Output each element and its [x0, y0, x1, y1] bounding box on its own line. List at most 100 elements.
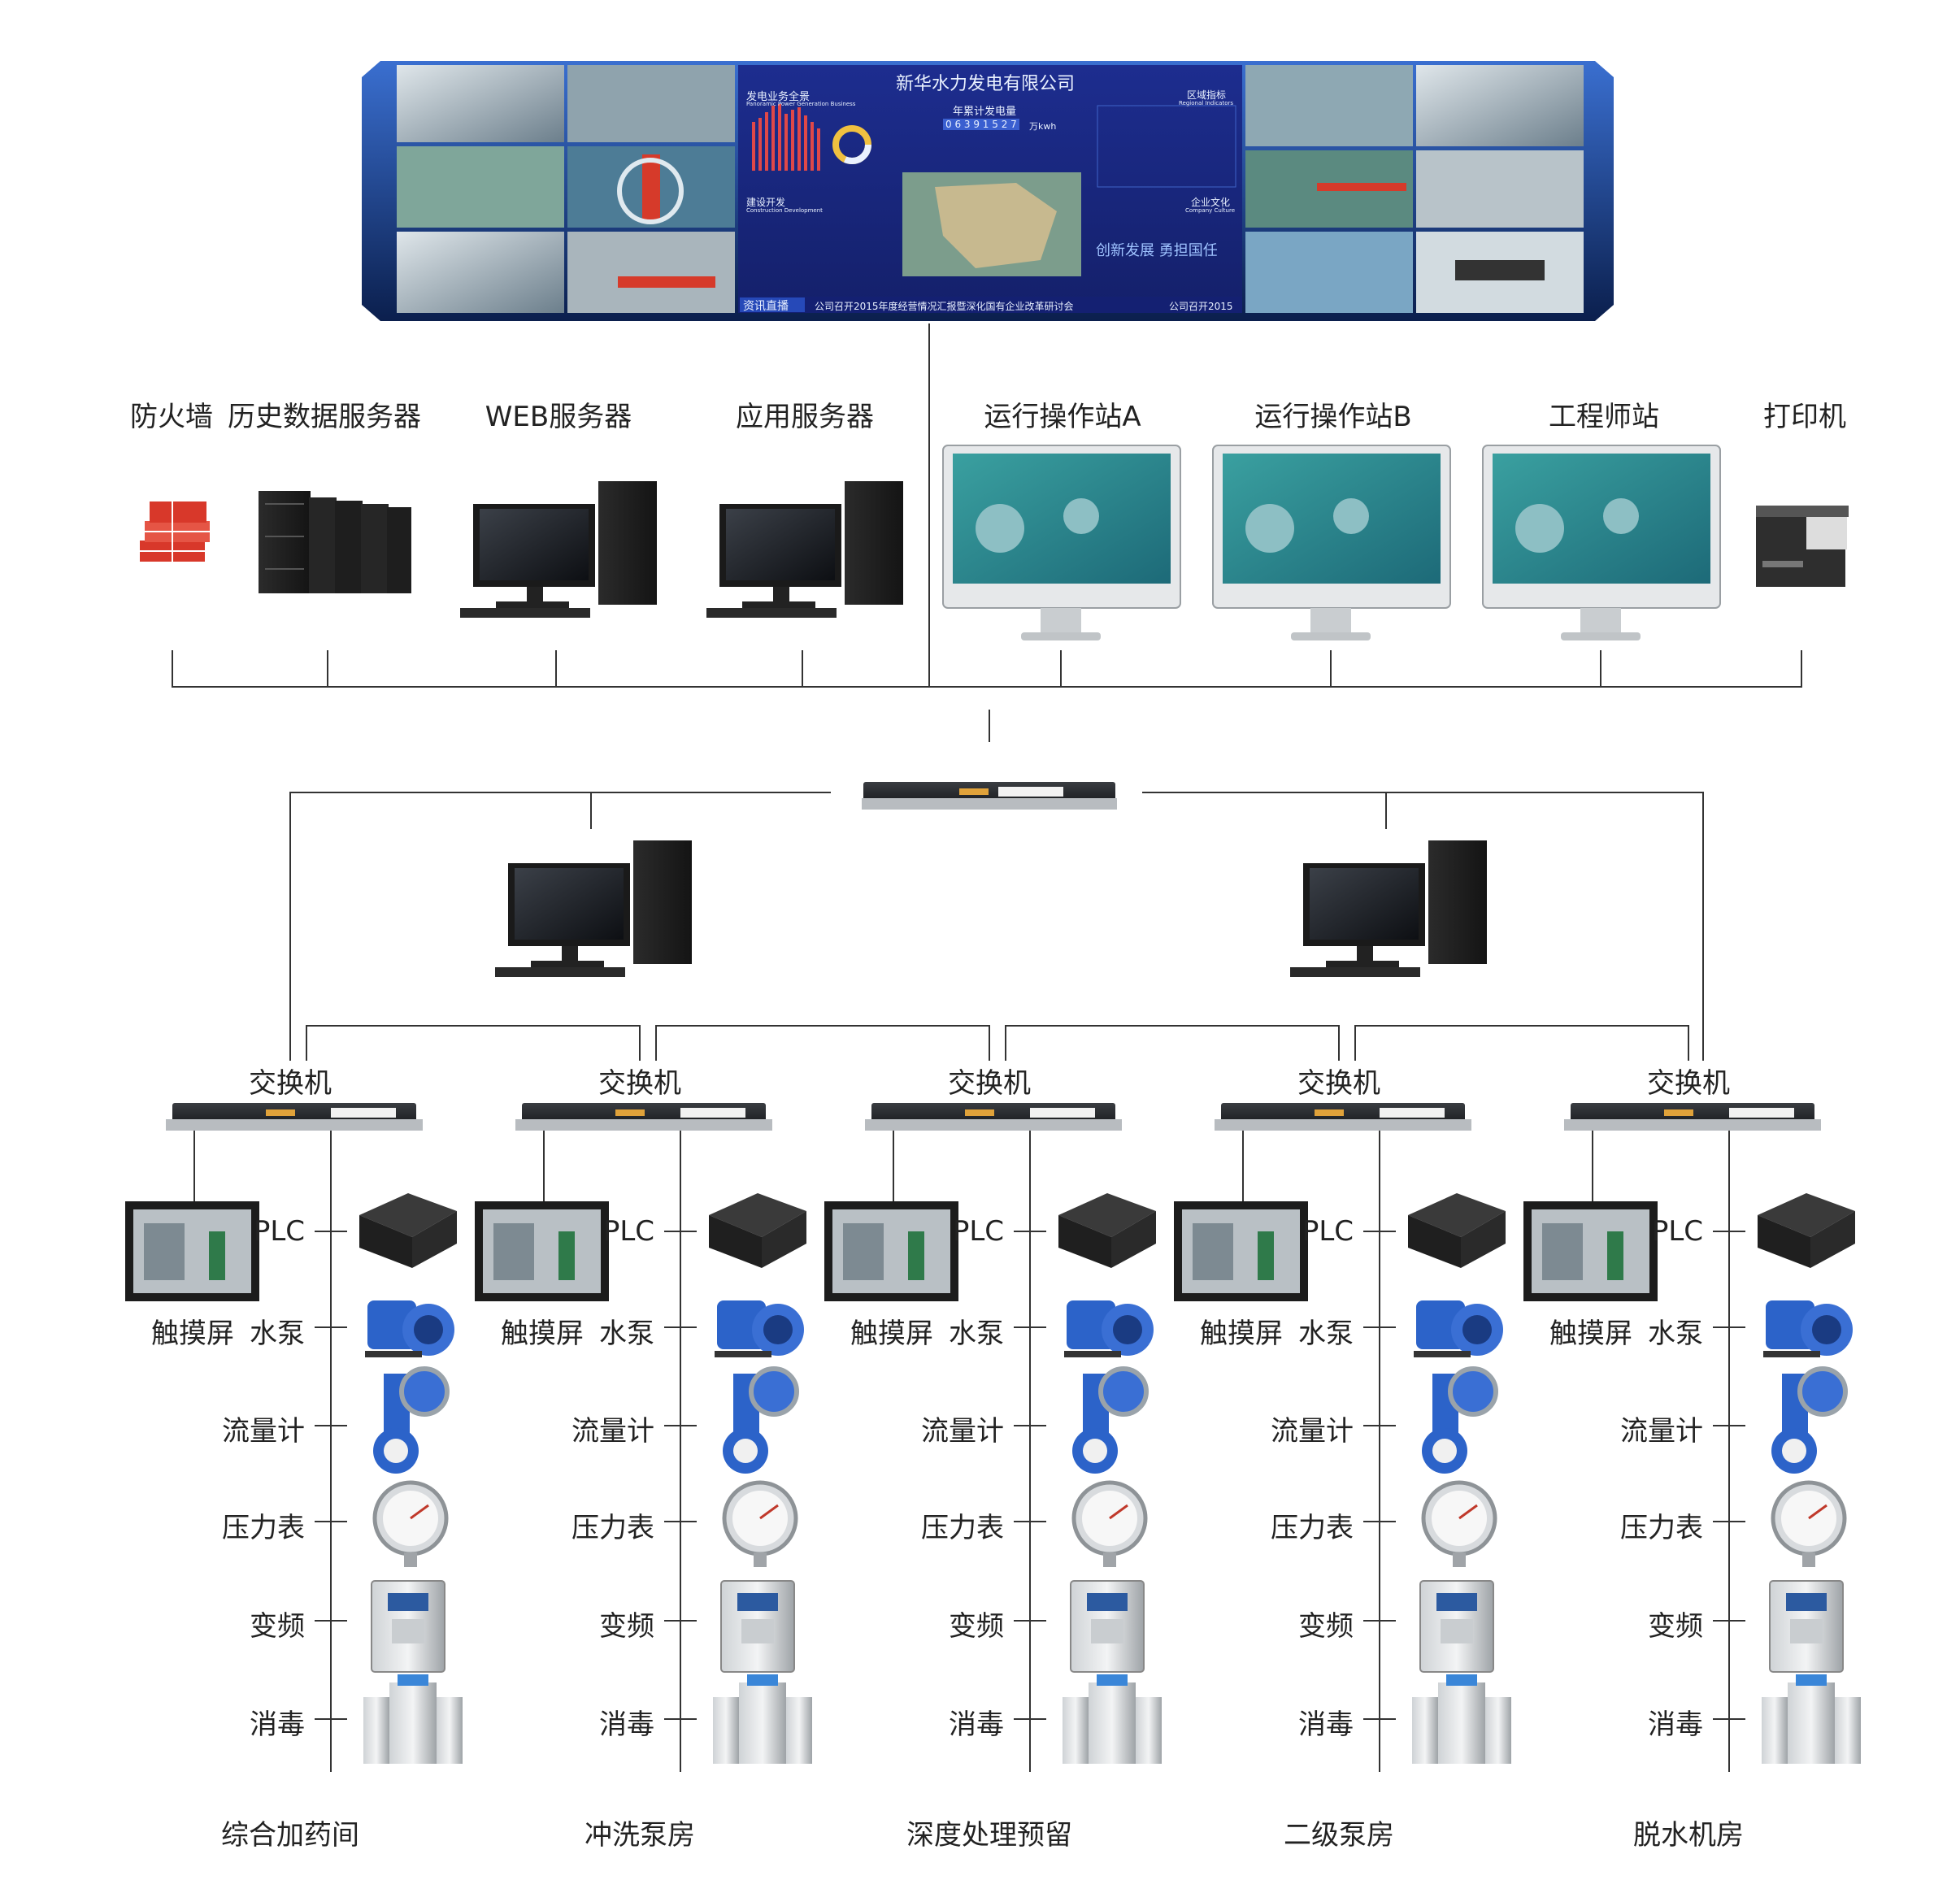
wall-ticker-tail: 公司召开2015: [1169, 301, 1233, 312]
pressure-gauge-label: 压力表: [1620, 1512, 1703, 1544]
disinfection-unit-icon: [1762, 1674, 1861, 1764]
flow-meter-label: 流量计: [921, 1415, 1004, 1448]
wall-power-overview: 发电业务全景: [746, 91, 811, 103]
switch-icon: [865, 1103, 1122, 1131]
app-server-pc-icon: [706, 481, 903, 618]
vfd-icon: [371, 1580, 445, 1673]
disinfection-label: 消毒: [949, 1708, 1004, 1741]
touch-screen-icon: [475, 1201, 609, 1301]
disinfection-unit-icon: [713, 1674, 812, 1764]
label-web-server: WEB服务器: [485, 401, 632, 433]
pressure-gauge-icon: [372, 1480, 449, 1567]
pressure-gauge-label: 压力表: [571, 1512, 654, 1544]
touch-screen-icon: [1174, 1201, 1308, 1301]
flow-meter-icon: [1771, 1366, 1848, 1474]
pressure-gauge-icon: [1071, 1480, 1148, 1567]
switch-label: 交换机: [598, 1067, 681, 1100]
station-group: [125, 1103, 463, 1772]
disinfection-label: 消毒: [250, 1708, 305, 1741]
station-name: 冲洗泵房: [585, 1819, 695, 1852]
flow-meter-label: 流量计: [571, 1415, 654, 1448]
label-printer: 打印机: [1763, 401, 1846, 433]
printer-icon: [1756, 506, 1849, 587]
switch-icon: [166, 1103, 423, 1131]
touch-screen-label: 触摸屏: [501, 1318, 584, 1350]
station-a-monitor-icon: [942, 445, 1181, 640]
pump-label: 水泵: [1298, 1318, 1354, 1350]
touch-screen-icon: [824, 1201, 958, 1301]
wall-ticker-text: 公司召开2015年度经营情况汇报暨深化国有企业改革研讨会: [815, 301, 1074, 312]
vfd-icon: [720, 1580, 795, 1673]
firewall-icon: [140, 501, 210, 562]
middle-left-pc-icon: [495, 840, 692, 977]
flow-meter-label: 流量计: [1620, 1415, 1703, 1448]
label-station-b: 运行操作站B: [1254, 401, 1412, 433]
wall-region: 区域指标: [1187, 89, 1227, 101]
wall-annual-label: 年累计发电量: [953, 106, 1017, 118]
station-group: [824, 1103, 1162, 1772]
water-pump-icon: [1414, 1300, 1503, 1357]
wall-region-en: Regional Indicators: [1179, 100, 1234, 106]
station-group: [475, 1103, 812, 1772]
flow-meter-icon: [1422, 1366, 1498, 1474]
pump-label: 水泵: [250, 1318, 305, 1350]
vfd-icon: [1769, 1580, 1844, 1673]
plc-icon: [1758, 1193, 1855, 1268]
vfd-icon: [1070, 1580, 1145, 1673]
plc-icon: [1058, 1193, 1156, 1268]
wall-power-overview-en: Panoramic Power Generation Business: [746, 101, 856, 107]
label-station-a: 运行操作站A: [984, 401, 1141, 433]
camera-grid-right: [1245, 65, 1584, 313]
disinfection-label: 消毒: [1298, 1708, 1354, 1741]
plc-label: PLC: [1302, 1215, 1354, 1248]
plc-icon: [709, 1193, 806, 1268]
label-firewall: 防火墙: [130, 401, 213, 433]
middle-right-pc-icon: [1290, 840, 1487, 977]
wall-construction: 建设开发: [746, 197, 786, 208]
plc-label: PLC: [602, 1215, 654, 1248]
wall-construction-en: Construction Development: [746, 207, 823, 214]
wall-slogan: 创新发展 勇担国任: [1096, 242, 1218, 259]
vfd-label: 变频: [1298, 1610, 1354, 1643]
engineer-station-monitor-icon: [1482, 445, 1721, 640]
mini-bar-chart: [752, 104, 820, 171]
wall-company-title: 新华水力发电有限公司: [896, 74, 1076, 94]
wall-annual-value: 0 6 3 9 1 5 2 7: [943, 119, 1019, 130]
station-b-monitor-icon: [1212, 445, 1451, 640]
switch-icon: [1215, 1103, 1471, 1131]
vfd-label: 变频: [949, 1610, 1004, 1643]
video-wall: [362, 61, 1614, 321]
pump-label: 水泵: [949, 1318, 1004, 1350]
top-bus-lines: [172, 323, 1802, 1061]
touch-screen-label: 触摸屏: [151, 1318, 234, 1350]
core-switch-icon: [862, 782, 1117, 810]
disinfection-unit-icon: [1063, 1674, 1162, 1764]
plc-icon: [359, 1193, 457, 1268]
water-pump-icon: [365, 1300, 454, 1357]
station-lines: [1592, 1131, 1745, 1772]
pressure-gauge-icon: [1771, 1480, 1847, 1567]
touch-screen-icon: [1523, 1201, 1658, 1301]
stations-layer: [125, 1103, 1861, 1772]
plc-label: PLC: [253, 1215, 305, 1248]
wall-ticker-label: 资讯直播: [743, 300, 789, 313]
station-group: [1174, 1103, 1511, 1772]
pump-label: 水泵: [599, 1318, 654, 1350]
touch-screen-label: 触摸屏: [850, 1318, 933, 1350]
pressure-gauge-label: 压力表: [222, 1512, 305, 1544]
label-app-server: 应用服务器: [736, 401, 874, 433]
switch-label: 交换机: [1647, 1067, 1730, 1100]
label-engineer: 工程师站: [1549, 401, 1659, 433]
plc-label: PLC: [952, 1215, 1004, 1248]
water-pump-icon: [715, 1300, 804, 1357]
disinfection-label: 消毒: [599, 1708, 654, 1741]
disinfection-unit-icon: [1412, 1674, 1511, 1764]
touch-screen-icon: [125, 1201, 259, 1301]
switch-label: 交换机: [948, 1067, 1031, 1100]
vfd-icon: [1419, 1580, 1494, 1673]
camera-grid-left: [397, 65, 735, 313]
flow-meter-icon: [373, 1366, 450, 1474]
plc-icon: [1408, 1193, 1506, 1268]
dashboard-center: [738, 65, 1242, 313]
switch-label: 交换机: [1297, 1067, 1380, 1100]
